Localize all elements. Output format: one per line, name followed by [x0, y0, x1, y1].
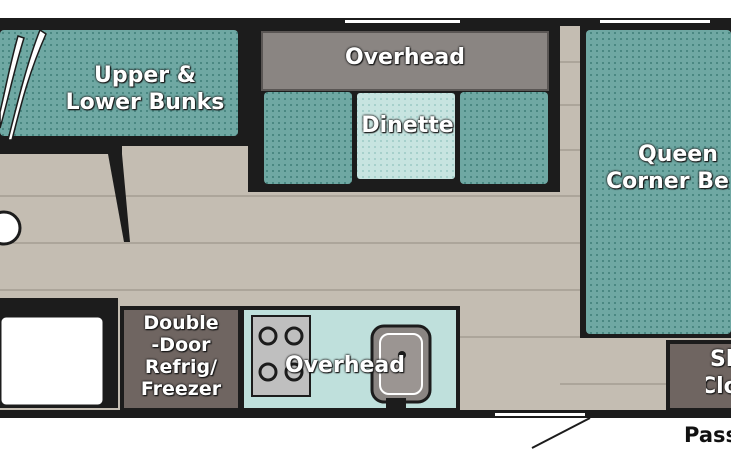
closet-label: Sh Clo	[706, 346, 731, 400]
bunks-label: Upper & Lower Bunks	[60, 62, 230, 116]
dinette-label: Dinette	[361, 113, 454, 138]
queen-bed-label-line-2: Corner Be	[606, 169, 729, 194]
windows	[345, 20, 710, 416]
stovetop	[251, 315, 311, 397]
bunk-room	[0, 26, 248, 242]
overhead-top-label: Overhead	[345, 45, 465, 70]
bath-area	[0, 210, 118, 408]
closet	[666, 340, 731, 410]
queen-bed-label: Queen Corner Be	[606, 141, 731, 195]
passenger-side-label: Pass	[684, 423, 731, 447]
bunks-label-line-1: Upper &	[94, 63, 196, 88]
closet-label-line-2: Clo	[706, 374, 731, 399]
kitchen-sink	[370, 324, 432, 408]
queen-bed-area	[580, 26, 731, 338]
fridge-label-line-3: Refrig/	[144, 356, 218, 378]
entry-door	[531, 417, 591, 449]
overhead-kitchen-label: Overhead	[285, 353, 405, 378]
fridge-label: Double -Door Refrig/ Freezer	[124, 312, 238, 400]
fridge-label-line-2: -Door	[151, 334, 211, 356]
closet-label-line-1: Sh	[710, 347, 731, 372]
fridge-label-line-4: Freezer	[140, 378, 222, 400]
kitchen	[120, 306, 460, 410]
queen-bed-label-line-1: Queen	[638, 142, 718, 167]
fridge-label-line-1: Double	[143, 312, 219, 334]
bunks-label-line-2: Lower Bunks	[65, 90, 225, 115]
dinette-block	[248, 26, 560, 192]
